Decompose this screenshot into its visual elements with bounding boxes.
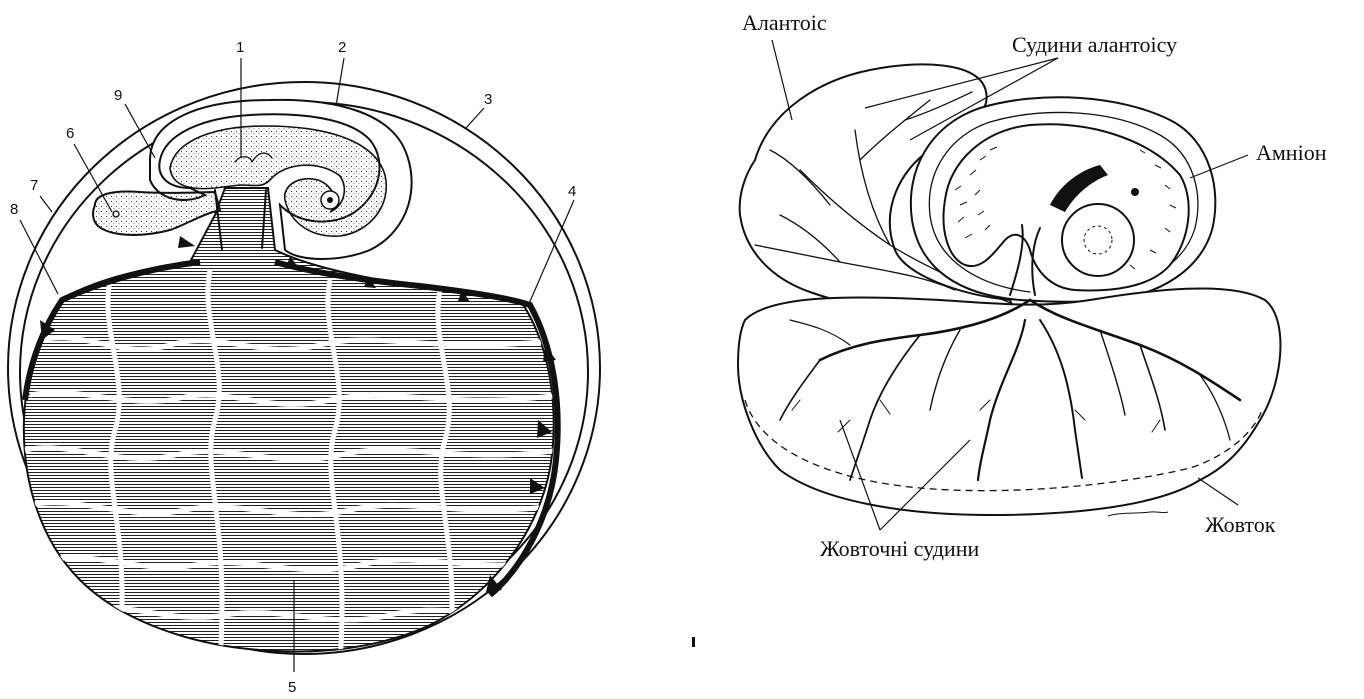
label-8: 8 xyxy=(10,201,18,218)
right-embryo-diagram: Алантоіс Судини алантоісу Амніон Жовток … xyxy=(738,10,1327,561)
label-3: 3 xyxy=(484,91,492,108)
label-7: 7 xyxy=(30,177,38,194)
label-9: 9 xyxy=(114,87,122,104)
label-yolk: Жовток xyxy=(1205,512,1276,537)
label-1: 1 xyxy=(236,39,244,56)
embryo-body xyxy=(170,126,386,236)
label-yolk-vessels: Жовточні судини xyxy=(820,536,979,561)
label-amnion: Амніон xyxy=(1256,140,1327,165)
label-6: 6 xyxy=(66,125,74,142)
label-4: 4 xyxy=(568,183,576,200)
label-allantois: Алантоіс xyxy=(742,10,827,35)
yolk-sac xyxy=(738,288,1280,515)
label-allantois-vessels: Судини алантоісу xyxy=(1012,32,1177,57)
embryo-eye xyxy=(1062,204,1134,276)
left-egg-diagram: 1 2 3 4 5 6 7 8 9 xyxy=(8,39,600,696)
stray-mark xyxy=(692,637,695,647)
label-5: 5 xyxy=(288,679,296,696)
yolk-sac xyxy=(24,188,554,652)
allantois-sac xyxy=(93,192,220,235)
label-2: 2 xyxy=(338,39,346,56)
